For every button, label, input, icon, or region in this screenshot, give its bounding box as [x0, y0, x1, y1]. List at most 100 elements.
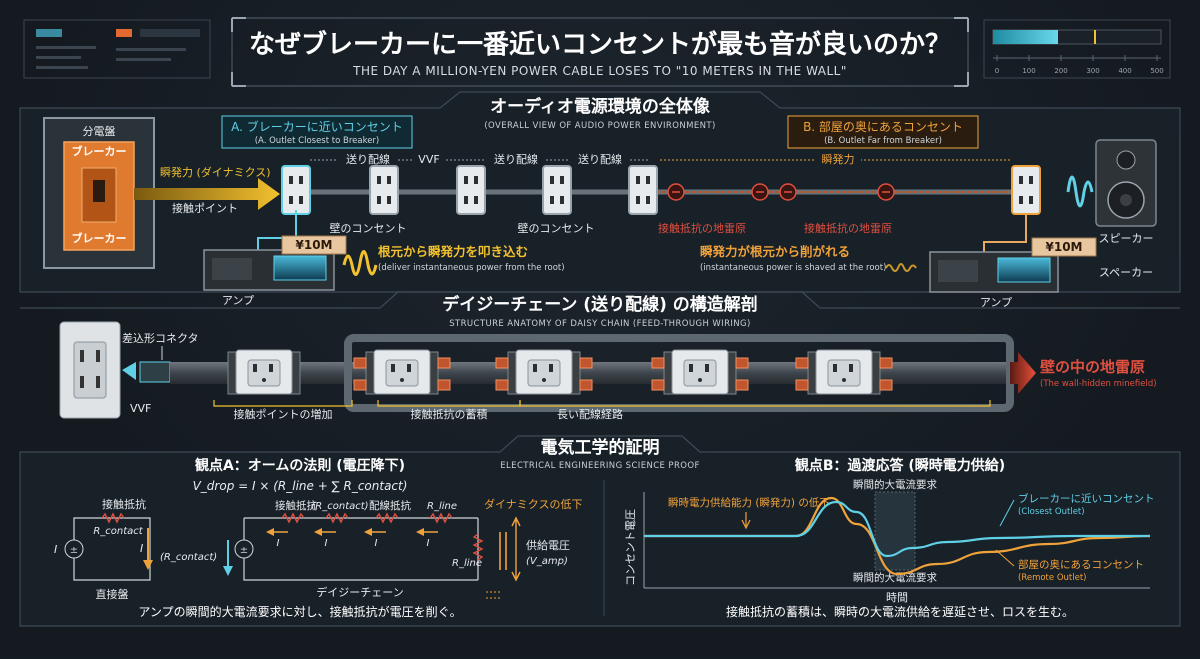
- wall-outlet-label: 壁のコンセント: [330, 221, 407, 235]
- ohm-title: 観点A：オームの法則 (電圧降下): [195, 457, 405, 474]
- capability-drop-label: 瞬時電力供給能力 (瞬発力) の低下: [668, 496, 830, 509]
- meter-tick-label: 300: [1086, 67, 1099, 75]
- outlet-slot: [474, 176, 478, 184]
- wire-label: VVF: [418, 153, 439, 166]
- daisy-subtitle: STRUCTURE ANATOMY OF DAISY CHAIN (FEED-T…: [449, 319, 751, 329]
- outlet-a-callout: [221, 115, 413, 149]
- demand-window: [874, 491, 916, 571]
- wall-outlet-label: 壁のコンセント: [518, 221, 595, 235]
- contact-terminal-icon: [437, 379, 451, 391]
- outlet-slot: [646, 196, 650, 204]
- label-bg: [338, 152, 398, 166]
- decor-bar: [116, 29, 132, 37]
- outlet-a-title: A. ブレーカーに近いコンセント: [231, 119, 403, 134]
- outlet-b-title: B. 部屋の奥にあるコンセント: [803, 119, 963, 134]
- outlet-b-callout: [787, 115, 979, 149]
- daisy-outlet-icon: [795, 349, 893, 395]
- outlet-slot: [80, 376, 84, 388]
- outlet-slot: [387, 196, 391, 204]
- amp-b-screen: [997, 257, 1051, 283]
- contact-terminal-icon: [353, 357, 367, 369]
- outlet-slot: [80, 350, 84, 362]
- landmine-icon: [751, 183, 769, 201]
- amp-a-label: アンプ: [222, 294, 254, 307]
- outlet-slot: [289, 176, 293, 184]
- legend-far-label: 部屋の奥にあるコンセント: [1018, 558, 1144, 571]
- outlet-slot: [474, 196, 478, 204]
- outlet-slot: [636, 196, 640, 204]
- r-contact-paren-label: (R_contact): [311, 501, 368, 512]
- outlet-ground: [262, 378, 266, 382]
- outlet-slot: [464, 196, 468, 204]
- current-i-label: I: [325, 538, 328, 549]
- landmine-icon: [779, 183, 797, 201]
- bracket-label: 接触抵抗の蓄積: [411, 407, 488, 421]
- minefield-arrow: [1010, 352, 1036, 394]
- outlet-slot: [833, 364, 837, 372]
- supply-voltage-label: 供給電圧: [526, 538, 570, 552]
- amp-b-label: アンプ: [980, 296, 1012, 309]
- decor-bar: [116, 48, 186, 51]
- proof-subtitle: ELECTRICAL ENGINEERING SCIENCE PROOF: [500, 461, 699, 471]
- contact-terminal-icon: [495, 357, 509, 369]
- outlet-face: [385, 359, 419, 387]
- outlet-slot: [299, 196, 303, 204]
- transient-caption: 接触抵抗の蓄積は、瞬時の大電流供給を遅延させ、ロスを生む。: [726, 604, 1074, 619]
- label-bg: [570, 152, 630, 166]
- overview-title: オーディオ電源環境の全体像: [490, 96, 711, 117]
- contact-resistance-label: 接触抵抗: [102, 497, 146, 511]
- outlet-row: [281, 165, 1041, 215]
- landmine-icon: [667, 183, 685, 201]
- outlet-slot: [705, 364, 709, 372]
- daisy-outlet-icon: [651, 349, 749, 395]
- amp-b: ¥10M アンプ: [929, 237, 1097, 309]
- current-arrowhead: [143, 560, 153, 570]
- overview-subtitle: (OVERALL VIEW OF AUDIO POWER ENVIRONMENT…: [484, 121, 715, 131]
- source-sign: ±: [70, 545, 78, 556]
- contact-terminal-icon: [795, 379, 809, 391]
- outlet-slot: [407, 364, 411, 372]
- label-bg: [815, 152, 861, 166]
- current-i-label: I: [427, 538, 430, 549]
- landmine-label: 接触抵抗の地雷原: [804, 221, 892, 235]
- outlet-plate: [628, 165, 658, 215]
- label-bg: [486, 152, 546, 166]
- resistor-icon: [429, 512, 453, 524]
- contact-terminal-icon: [651, 379, 665, 391]
- wire-labels: 送り配線 VVF 送り配線 送り配線 瞬発力: [310, 152, 1010, 166]
- meter-tick-label: 500: [1150, 67, 1163, 75]
- page-subtitle: THE DAY A MILLION-YEN POWER CABLE LOSES …: [352, 64, 847, 78]
- meter-tick-label: 200: [1054, 67, 1067, 75]
- contact-resistance-label: 接触抵抗: [275, 499, 317, 512]
- vvf-label: VVF: [130, 402, 151, 415]
- breaker-bottom-label: ブレーカー: [72, 231, 127, 245]
- bracket: [519, 400, 991, 407]
- wire-label: 送り配線: [578, 152, 622, 166]
- outlet-slot: [96, 350, 100, 362]
- transient-chart: コンセント電圧 時間 瞬間的大電流要求 瞬間的大電流要求 瞬時電力供給能力 (瞬…: [624, 478, 1155, 604]
- title-frame-corners: [231, 17, 969, 87]
- bracket-label: 接触ポイントの増加: [234, 407, 333, 421]
- speaker-wave-icon: [1066, 175, 1094, 208]
- chart-y-label: コンセント電圧: [624, 509, 637, 586]
- load-resistor-icon: [472, 533, 484, 561]
- soundwave-weak-icon: [885, 263, 917, 272]
- outlet-slot: [387, 176, 391, 184]
- contact-terminal-icon: [795, 357, 809, 369]
- landmines: [667, 183, 895, 201]
- proof-title: 電気工学的証明: [541, 437, 660, 458]
- proof-frame: [19, 435, 1181, 627]
- contact-terminal-icon: [879, 357, 893, 369]
- contact-terminal-icon: [651, 357, 665, 369]
- header: なぜブレーカーに一番近いコンセントが最も音が良いのか？ THE DAY A MI…: [23, 17, 1171, 87]
- outlet-ground: [542, 378, 546, 382]
- daisy-frame-top: [20, 291, 1180, 309]
- bracket: [213, 400, 353, 407]
- simple-circuit: ± 接触抵抗 R_contact I I (R_contact) 直接盤: [54, 497, 217, 601]
- current-arrowhead: [266, 528, 274, 536]
- daisy-chain-label: デイジーチェーン: [316, 585, 403, 599]
- outlet-slot: [1019, 196, 1023, 204]
- current-arrowhead: [314, 528, 322, 536]
- outlet-ground: [400, 378, 404, 382]
